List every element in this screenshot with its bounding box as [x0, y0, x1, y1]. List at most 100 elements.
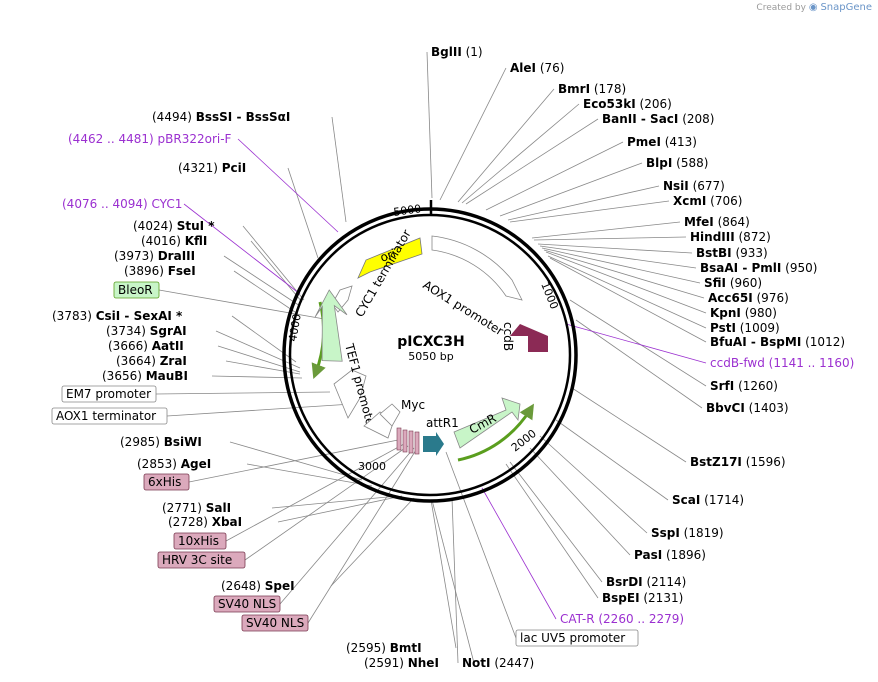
ori-feature	[357, 237, 423, 279]
enzyme-leader	[465, 118, 599, 205]
enzyme-name: MauBI	[146, 369, 188, 383]
primer-label: (4076 .. 4094) CYC1	[62, 197, 182, 211]
enzyme-leader	[246, 463, 373, 487]
feature-box: lac UV5 promoter	[515, 629, 639, 647]
feature-box: 6xHis	[143, 473, 190, 491]
tag-bar-3	[408, 430, 414, 454]
enzyme-leader	[225, 360, 301, 375]
tick-5000: 5000	[393, 202, 423, 219]
enzyme-label: (2853) AgeI	[137, 457, 211, 471]
enzyme-name: BspEI	[602, 591, 640, 605]
enzyme-name: BsaAI	[700, 261, 738, 275]
enzyme-alt-name: - SacI	[637, 112, 679, 126]
credit-prefix: Created by	[756, 3, 806, 13]
feature-box-frame	[157, 551, 246, 569]
enzyme-position: (3664)	[116, 354, 160, 368]
primer-leader	[481, 487, 557, 620]
enzyme-leader	[529, 447, 631, 556]
bleor-feature	[314, 289, 348, 362]
enzyme-label: (3896) FseI	[124, 264, 196, 278]
enzyme-leader	[533, 236, 687, 241]
enzyme-name: NsiI	[663, 179, 689, 193]
enzyme-leader	[242, 225, 305, 301]
enzyme-position: (2131)	[640, 591, 684, 605]
enzyme-leader	[457, 88, 555, 203]
enzyme-label: PstI (1009)	[710, 321, 780, 335]
enzyme-name: KpnI	[710, 306, 741, 320]
enzyme-position: (1012)	[801, 335, 845, 349]
enzyme-leader	[211, 375, 303, 379]
enzyme-label: (2771) SalI	[162, 501, 231, 515]
enzyme-position: (1)	[462, 45, 483, 59]
enzyme-label: (2591) NheI	[364, 656, 439, 670]
enzyme-position: (4321)	[178, 161, 222, 175]
enzyme-name: PmeI	[627, 135, 661, 149]
enzyme-position: (864)	[714, 215, 750, 229]
enzyme-leader	[555, 419, 669, 501]
enzyme-label: (3666) AatII	[108, 339, 184, 353]
myc-label: Myc	[401, 398, 425, 412]
enzyme-name: BmtI	[390, 641, 422, 655]
backbone-inner	[288, 213, 572, 497]
enzyme-position: (872)	[735, 230, 771, 244]
enzyme-name: DraIII	[158, 249, 195, 263]
enzyme-label: PmeI (413)	[627, 135, 697, 149]
enzyme-name: ZraI	[160, 354, 187, 368]
enzyme-label: (2595) BmtI	[346, 641, 422, 655]
enzyme-position: (3656)	[102, 369, 146, 383]
primer-leader	[565, 323, 707, 364]
enzyme-position: (1819)	[680, 526, 724, 540]
credit-brand: SnapGene	[820, 2, 872, 13]
enzyme-leader	[569, 299, 707, 387]
enzyme-position: (3896)	[124, 264, 168, 278]
enzyme-position: (76)	[536, 61, 564, 75]
enzyme-label: BstZ17I (1596)	[690, 455, 786, 469]
attr1-feature	[423, 432, 444, 456]
enzyme-label: SfiI (960)	[704, 276, 762, 290]
enzyme-label: BbvCI (1403)	[706, 401, 789, 415]
enzyme-leader	[331, 116, 347, 223]
feature-box: 10xHis	[173, 532, 227, 550]
enzyme-position: (980)	[741, 306, 777, 320]
enzyme-leader	[485, 141, 624, 211]
enzyme-position: (206)	[636, 97, 672, 111]
enzyme-name: AleI	[510, 61, 536, 75]
aox1-terminator-feature	[379, 403, 401, 427]
enzyme-leader	[250, 240, 303, 303]
enzyme-leader	[215, 330, 301, 369]
enzyme-position: (2591)	[364, 656, 408, 670]
tef1-promoter-feature	[333, 369, 367, 419]
cmr-arc	[457, 403, 534, 462]
enzyme-label: HindIII (872)	[690, 230, 771, 244]
enzyme-name: SfiI	[704, 276, 726, 290]
enzyme-name: SpeI	[265, 579, 295, 593]
enzyme-label: NotI (2447)	[462, 656, 534, 670]
attr1-label: attR1	[426, 416, 459, 430]
feature-box: BleoR	[113, 281, 160, 299]
enzyme-position: (3973)	[114, 249, 158, 263]
enzyme-label: KpnI (980)	[710, 306, 777, 320]
feature-leader	[445, 451, 517, 639]
enzyme-label: (3656) MauBI	[102, 369, 188, 383]
enzyme-name: CsiI	[96, 309, 121, 323]
feature-leader	[244, 445, 409, 561]
feature-box-label: AOX1 terminator	[56, 409, 156, 423]
enzyme-leader	[431, 499, 475, 664]
primer-label: CAT-R (2260 .. 2279)	[560, 612, 684, 626]
enzyme-position: (1714)	[700, 493, 744, 507]
enzyme-leader	[547, 255, 707, 329]
primer-leader	[183, 203, 301, 295]
enzyme-name: ScaI	[672, 493, 700, 507]
enzyme-leader	[571, 387, 687, 463]
tag-bar-2	[402, 429, 408, 453]
enzyme-name: AgeI	[181, 457, 211, 471]
feature-box: AOX1 terminator	[51, 407, 168, 425]
feature-box-label: BleoR	[118, 283, 153, 297]
enzyme-leader	[575, 319, 703, 409]
enzyme-leader	[217, 345, 301, 373]
snapgene-credit: Created by ◉ SnapGene	[756, 2, 872, 13]
enzyme-name: NheI	[408, 656, 439, 670]
enzyme-name: NotI	[462, 656, 491, 670]
enzyme-leader	[549, 257, 707, 343]
enzyme-leader	[531, 221, 681, 239]
